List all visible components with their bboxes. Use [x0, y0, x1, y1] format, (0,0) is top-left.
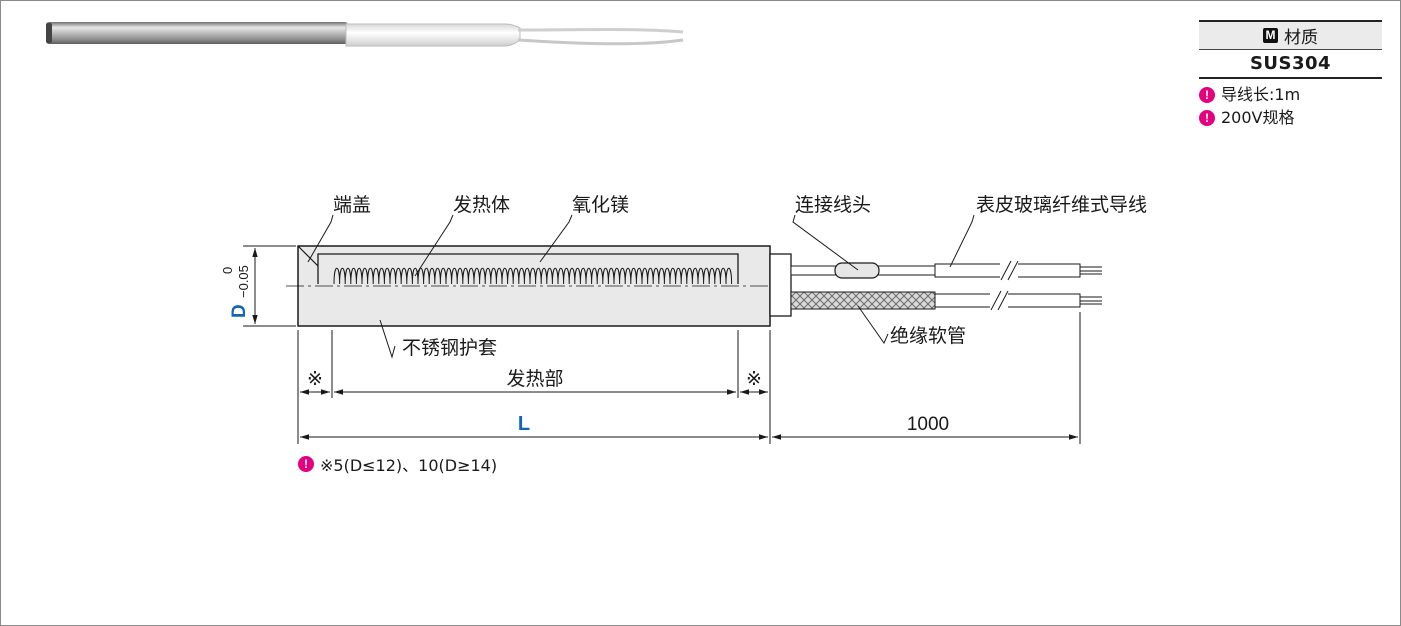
end-block [769, 253, 792, 317]
product-photo [46, 22, 684, 47]
info-pin-icon: ! [1199, 109, 1215, 126]
material-header-label: 材质 [1284, 28, 1318, 48]
spec-notes: ! 导线长:1m ! 200V规格 [1199, 83, 1300, 129]
info-pin-icon: ! [298, 456, 314, 472]
diameter-dimension: D −0.05 0 [220, 245, 296, 327]
mark-left: ※ [307, 369, 323, 390]
heating-coil [333, 267, 733, 285]
footnote: ! ※5(D≤12)、10(D≥14) [298, 452, 497, 476]
note-text: 200V规格 [1221, 108, 1295, 127]
connector-sleeve [834, 262, 880, 279]
label-connector: 连接线头 [795, 194, 871, 216]
info-pin-icon: ! [1199, 86, 1215, 103]
label-glass-fiber-lead: 表皮玻璃纤维式导线 [976, 194, 1147, 216]
lower-lead [790, 290, 1102, 311]
material-header: M 材质 [1199, 20, 1382, 50]
heating-part-label: 发热部 [506, 368, 563, 390]
label-magnesium-oxide: 氧化镁 [572, 194, 629, 216]
heater-body [286, 245, 792, 327]
note-voltage: ! 200V规格 [1199, 106, 1300, 129]
label-heating-element: 发热体 [453, 194, 510, 216]
rod-tip [46, 23, 52, 43]
label-insulation-tube: 绝缘软管 [890, 325, 966, 347]
label-end-cap: 端盖 [333, 194, 371, 216]
note-text: 导线长:1m [1221, 85, 1301, 104]
lead-length: 1000 [907, 414, 949, 435]
lead-wire-1 [517, 28, 684, 34]
leader-lines [307, 214, 975, 359]
upper-lead [790, 260, 1102, 281]
insulation-tube [790, 291, 936, 310]
white-sleeve [345, 23, 521, 47]
heater-rod [46, 22, 348, 44]
material-badge-icon: M [1263, 28, 1278, 43]
end-cap-edge [297, 245, 319, 267]
label-stainless-sheath: 不锈钢护套 [402, 337, 497, 359]
diameter-symbol: D [229, 304, 250, 318]
tolerance-upper: 0 [220, 267, 235, 274]
footnote-text: ※5(D≤12)、10(D≥14) [320, 456, 498, 475]
note-lead-length: ! 导线长:1m [1199, 83, 1300, 106]
length-L: L [518, 413, 530, 435]
material-value: SUS304 [1199, 50, 1382, 79]
lead-wire-2 [517, 38, 684, 46]
inner-cavity [317, 253, 739, 284]
material-table: M 材质 SUS304 [1199, 20, 1382, 79]
length-dimensions: ※ 发热部 ※ L 1000 [297, 312, 1081, 444]
tolerance-lower: −0.05 [236, 265, 251, 298]
mark-right: ※ [746, 369, 762, 390]
